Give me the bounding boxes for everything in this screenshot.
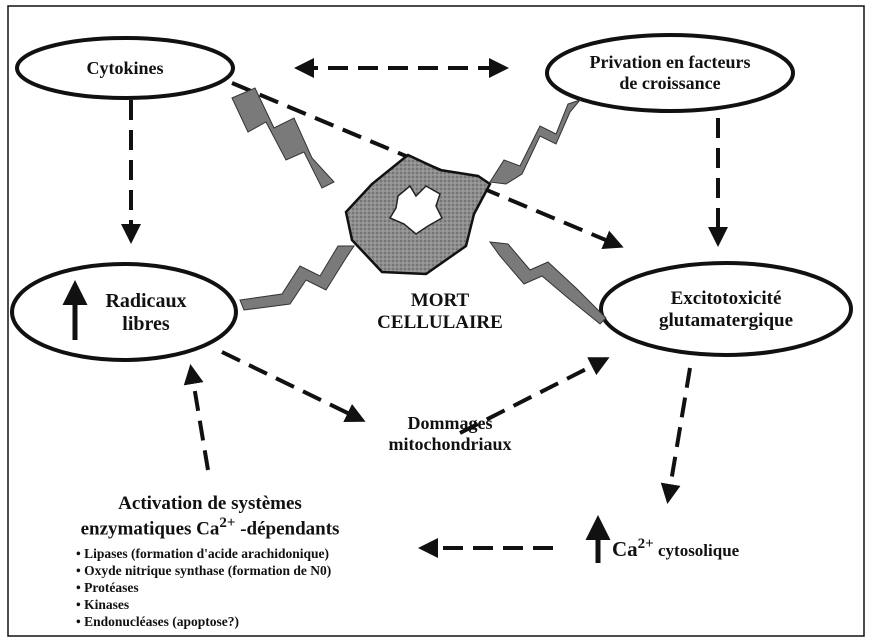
- arrow-radicaux-dommages: [221, 350, 366, 423]
- privation-node: [545, 33, 795, 113]
- arrow-dommages-excito: [459, 357, 610, 435]
- activation-label: Activation de systèmes enzymatiques Ca2+…: [60, 493, 360, 540]
- mort-label-line1: MORT: [410, 290, 470, 311]
- dommages-label-line1: Dommages: [407, 413, 493, 433]
- lightning-bolt-top-left: [231, 87, 335, 189]
- enzyme-list-item: • Lipases (formation d'acide arachidoniq…: [76, 546, 329, 561]
- lightning-bolt-bottom-right: [488, 241, 607, 325]
- activation-suffix: -dépendants: [235, 518, 340, 540]
- dommages-label-line2: mitochondriaux: [388, 433, 512, 454]
- privation-label-line1: Privation en facteurs: [589, 52, 751, 72]
- activation-label-line1: Activation de systèmes: [118, 493, 302, 514]
- mort-label-line2: CELLULAIRE: [377, 311, 503, 333]
- calcium-label: Ca2+ cytosolique: [612, 536, 739, 561]
- lightning-bolt-bottom-left: [239, 245, 355, 311]
- activation-prefix: enzymatiques Ca: [80, 518, 220, 540]
- cytokines-label: Cytokines: [86, 58, 164, 78]
- cell-nucleus: [388, 184, 443, 235]
- excito-node: [599, 261, 853, 357]
- excito-label-line2: glutamatergique: [658, 309, 794, 331]
- excito-label-line1: Excitotoxicité: [670, 288, 782, 309]
- privation-label: Privation en facteurs de croissance: [560, 52, 780, 93]
- arrow-activation-radicaux: [183, 364, 210, 471]
- lightning-bolt-top-right: [489, 98, 582, 185]
- activation-sup: 2+: [219, 514, 236, 531]
- enzyme-list-item: • Oxyde nitrique synthase (formation de …: [76, 563, 332, 578]
- enzyme-list-item: • Protéases: [76, 580, 139, 595]
- cytokines-node: [15, 36, 235, 100]
- enzyme-list-item: • Endonucléases (apoptose?): [76, 614, 239, 629]
- diagram-frame: [7, 5, 865, 637]
- radicaux-label-line1: Radicaux: [105, 290, 187, 312]
- dommages-label: Dommages mitochondriaux: [350, 413, 550, 454]
- calcium-prefix: Ca: [612, 537, 638, 561]
- enzyme-list: • Lipases (formation d'acide arachidoniq…: [76, 545, 331, 630]
- activation-label-line2: enzymatiques Ca2+ -dépendants: [60, 515, 360, 540]
- arrow-excito-calcium: [660, 367, 692, 504]
- calcium-sup: 2+: [637, 536, 654, 552]
- privation-label-line2: de croissance: [619, 72, 721, 93]
- calcium-suffix: cytosolique: [653, 541, 740, 560]
- radicaux-label-line2: libres: [122, 313, 170, 335]
- radicaux-label: Radicaux libres: [86, 290, 206, 336]
- excito-label: Excitotoxicité glutamatergique: [626, 288, 826, 332]
- enzyme-list-item: • Kinases: [76, 597, 130, 612]
- mort-cellulaire-label: MORT CELLULAIRE: [365, 290, 515, 334]
